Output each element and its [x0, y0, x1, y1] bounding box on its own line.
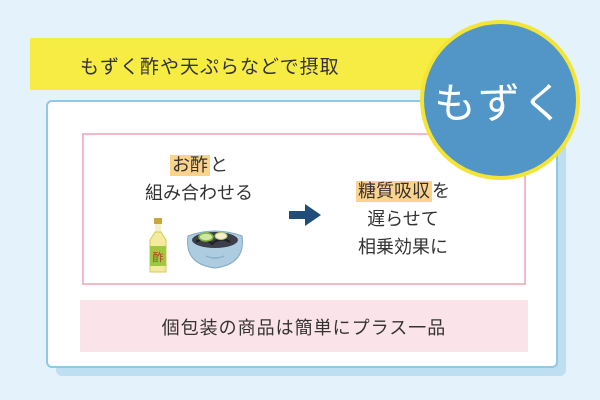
combine-line-1: お酢と: [124, 152, 274, 180]
effect-line-3: 相乗効果に: [358, 237, 448, 258]
right-arrow-icon: [289, 204, 321, 226]
footer-bar: [80, 300, 528, 352]
topic-banner: [30, 38, 470, 90]
mozuku-dish-icon: [187, 230, 243, 269]
effect-particle: を: [432, 181, 450, 202]
effect-line-1: 糖質吸収を: [338, 178, 468, 206]
combine-particle: と: [210, 155, 228, 176]
bottle-label: 酢: [153, 250, 164, 264]
sugar-absorption-highlight: 糖質吸収: [356, 181, 432, 202]
footer-text: 個包装の商品は簡単にプラス一品: [161, 318, 447, 339]
mozuku-badge: もずく: [420, 20, 580, 180]
banner-text: もずく酢や天ぷらなどで摂取: [80, 56, 340, 78]
vinegar-highlight: お酢: [170, 155, 210, 176]
effect-line-2: 遅らせて: [367, 209, 439, 230]
effect-text: 糖質吸収を 遅らせて 相乗効果に: [338, 178, 468, 262]
combine-vinegar-text: お酢と 組み合わせる: [124, 152, 274, 208]
combine-line-2: 組み合わせる: [145, 183, 253, 204]
vinegar-bottle-icon: 酢: [149, 218, 167, 273]
badge-title: もずく: [433, 78, 566, 128]
